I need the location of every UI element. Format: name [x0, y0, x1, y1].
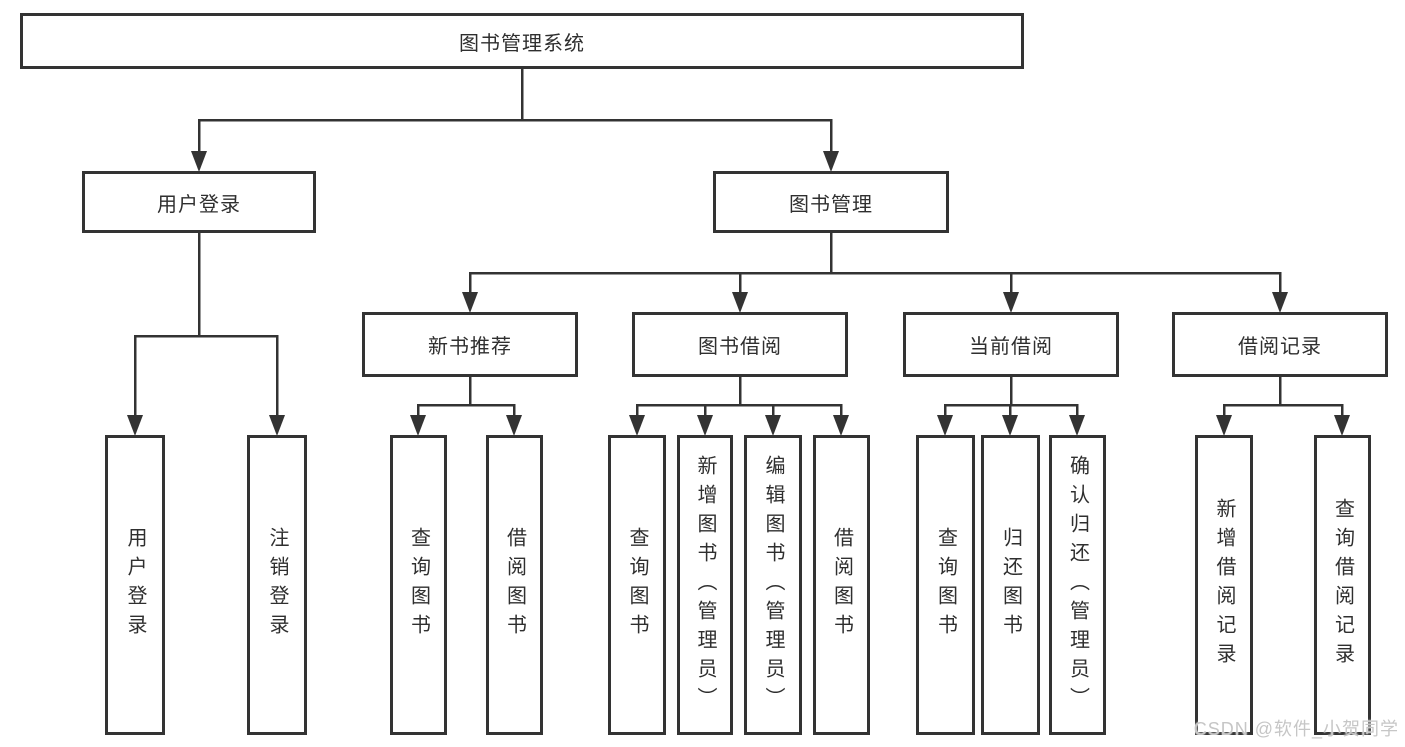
node-root-label: 图书管理系统: [459, 32, 585, 55]
watermark: CSDN @软件_小贺同学: [1193, 719, 1399, 739]
node-borrow-records: 借阅记录: [1172, 312, 1388, 377]
leaf-newbook-query-books: 查询图书: [390, 435, 447, 735]
node-book-management-label: 图书管理: [789, 193, 873, 216]
leaf-current-confirm-return-admin: 确认归还（管理员）: [1049, 435, 1106, 735]
leaf-user-login: 用户登录: [105, 435, 165, 735]
leaf-borrow-query-books: 查询图书: [608, 435, 666, 735]
leaf-borrow-edit-books-admin: 编辑图书（管理员）: [744, 435, 802, 735]
node-root-library-system: 图书管理系统: [20, 13, 1024, 69]
leaf-borrow-add-books-admin: 新增图书（管理员）: [677, 435, 733, 735]
node-new-book-recommend-label: 新书推荐: [428, 336, 512, 358]
node-user-login: 用户登录: [82, 171, 316, 233]
node-book-management: 图书管理: [713, 171, 949, 233]
node-book-borrow-label: 图书借阅: [698, 336, 782, 358]
leaf-logout: 注销登录: [247, 435, 307, 735]
node-user-login-label: 用户登录: [157, 193, 241, 216]
leaf-records-query-record: 查询借阅记录: [1314, 435, 1371, 735]
leaf-current-query-books: 查询图书: [916, 435, 975, 735]
node-borrow-records-label: 借阅记录: [1238, 336, 1322, 358]
leaf-borrow-borrow-books: 借阅图书: [813, 435, 870, 735]
leaf-current-return-books: 归还图书: [981, 435, 1040, 735]
leaf-records-add-record: 新增借阅记录: [1195, 435, 1253, 735]
node-current-borrow-label: 当前借阅: [969, 336, 1053, 358]
node-new-book-recommend: 新书推荐: [362, 312, 578, 377]
leaf-newbook-borrow-books: 借阅图书: [486, 435, 543, 735]
arrowhead-icons: [127, 151, 1350, 436]
node-current-borrow: 当前借阅: [903, 312, 1119, 377]
node-book-borrow: 图书借阅: [632, 312, 848, 377]
